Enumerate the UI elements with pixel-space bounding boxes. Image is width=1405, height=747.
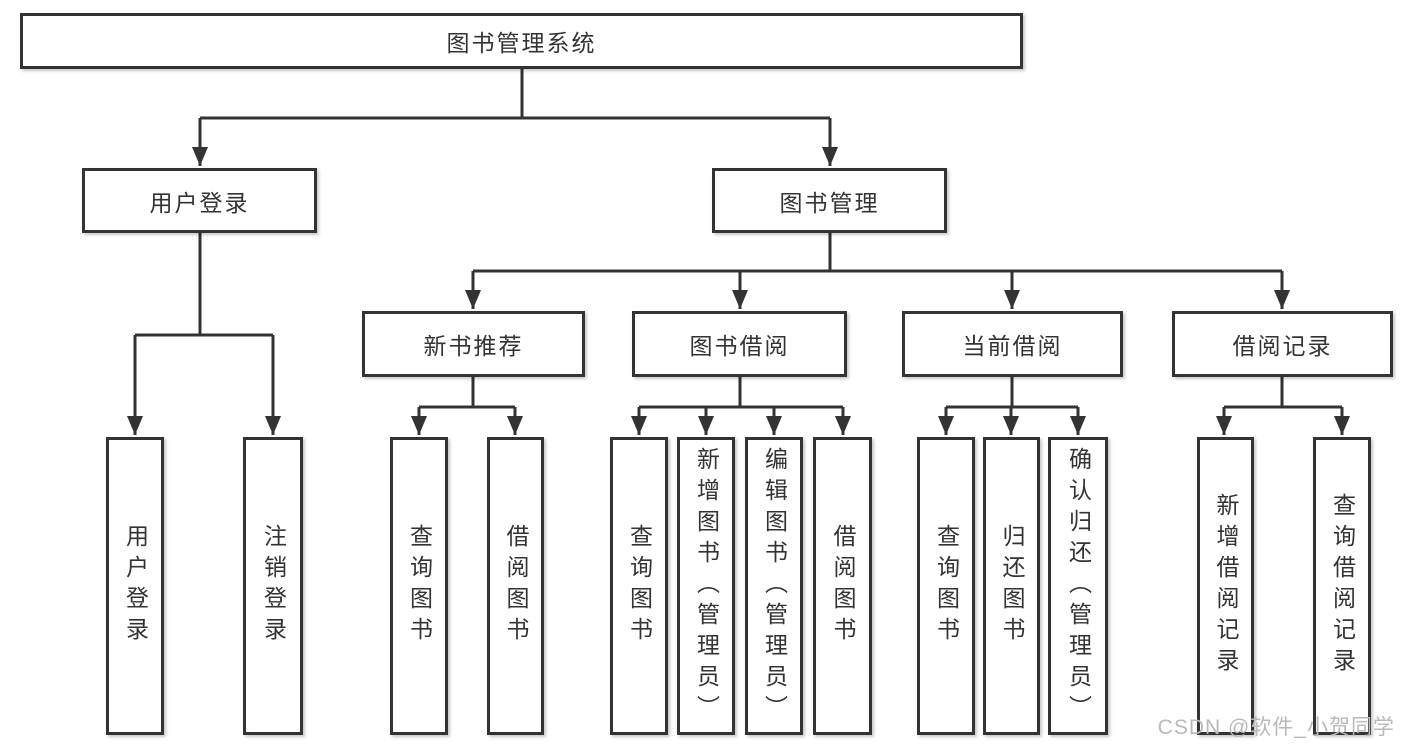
node-user-login: 用户登录 (82, 168, 317, 233)
leaf-query-books-current: 查询图书 (917, 437, 975, 735)
leaf-query-borrow-record: 查询借阅记录 (1313, 437, 1371, 735)
leaf-return-book: 归还图书 (983, 437, 1040, 735)
leaf-confirm-return-admin: 确认归还（管理员） (1048, 437, 1108, 735)
node-label: 编辑图书（管理员） (761, 446, 788, 726)
leaf-edit-book-admin: 编辑图书（管理员） (745, 437, 803, 735)
leaf-add-borrow-record: 新增借阅记录 (1197, 437, 1254, 735)
node-label: 查询借阅记录 (1329, 493, 1356, 679)
node-label: 图书管理 (779, 189, 880, 216)
connector-trunks (135, 69, 1342, 409)
leaf-query-books-borrowing: 查询图书 (610, 437, 668, 735)
node-label: 借阅图书 (503, 524, 529, 648)
node-label: 用户登录 (122, 524, 149, 648)
node-label: 新增图书（管理员） (693, 446, 720, 726)
leaf-borrow-books-recommend: 借阅图书 (487, 437, 544, 735)
node-label: 注销登录 (260, 524, 287, 648)
leaf-user-login: 用户登录 (106, 437, 164, 735)
node-label: 用户登录 (149, 189, 250, 216)
node-label: 归还图书 (999, 524, 1025, 648)
node-library-management-system: 图书管理系统 (20, 13, 1023, 69)
node-label: 借阅记录 (1232, 333, 1333, 359)
leaf-query-books-recommend: 查询图书 (390, 437, 448, 735)
node-label: 图书借阅 (689, 333, 790, 359)
node-label: 查询图书 (933, 524, 960, 648)
node-label: 新书推荐 (423, 333, 524, 359)
leaf-add-book-admin: 新增图书（管理员） (677, 437, 735, 735)
node-label: 图书管理系统 (446, 30, 597, 56)
node-label: 确认归还（管理员） (1065, 446, 1092, 726)
connector-arrows (127, 118, 1350, 435)
node-label: 借阅图书 (830, 524, 856, 648)
node-book-borrowing: 图书借阅 (632, 311, 847, 377)
node-new-book-recommendation: 新书推荐 (362, 311, 585, 377)
node-borrowing-records: 借阅记录 (1172, 311, 1393, 377)
node-book-management: 图书管理 (712, 168, 947, 233)
leaf-logout-login: 注销登录 (243, 437, 303, 735)
node-label: 当前借阅 (962, 333, 1063, 359)
node-label: 查询图书 (406, 524, 433, 648)
node-label: 查询图书 (626, 524, 653, 648)
node-label: 新增借阅记录 (1213, 493, 1239, 679)
node-current-borrowing: 当前借阅 (902, 311, 1123, 377)
leaf-borrow-books-borrowing: 借阅图书 (813, 437, 872, 735)
